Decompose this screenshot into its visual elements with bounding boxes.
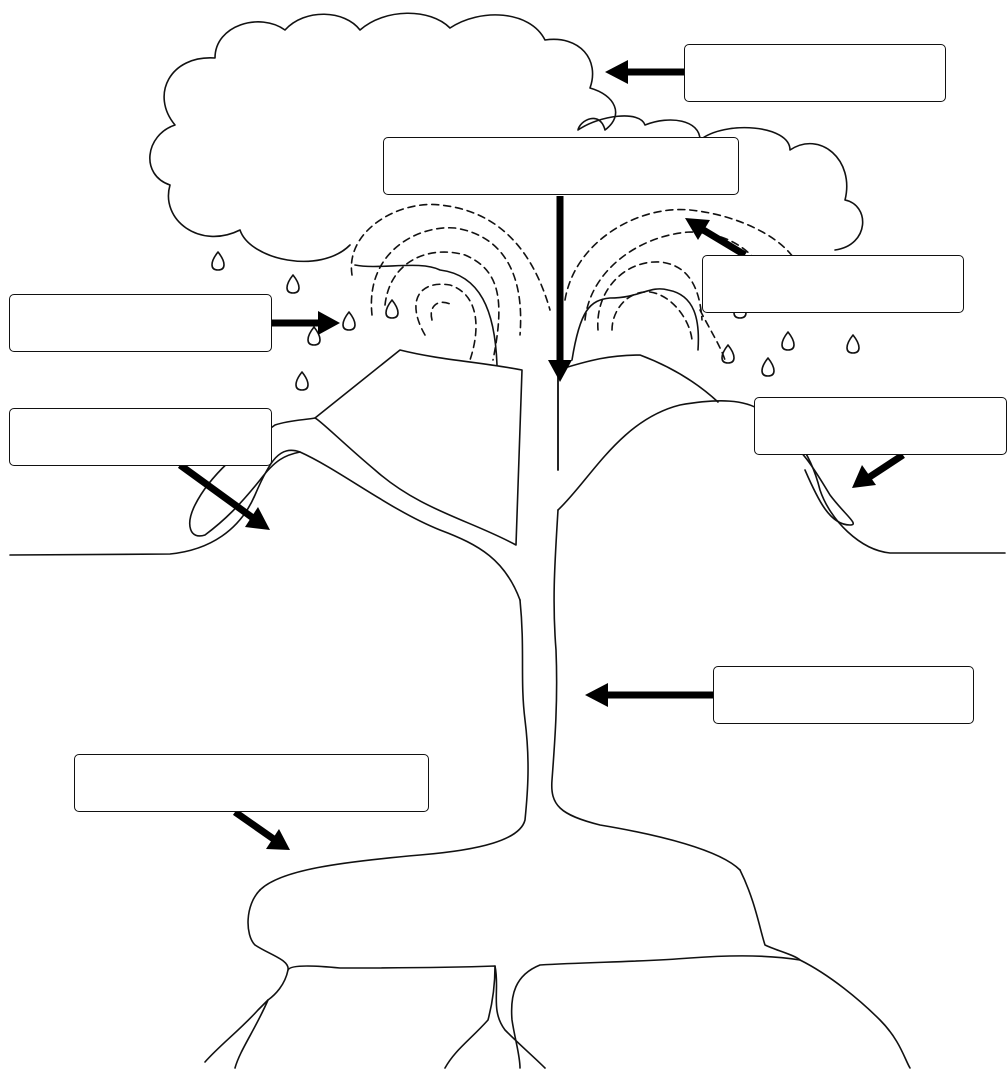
conduit-right-wall xyxy=(551,509,741,871)
label-arrows xyxy=(177,60,905,850)
arrow-ash-column-head xyxy=(685,218,710,240)
ash-column-label-box[interactable] xyxy=(702,255,964,313)
magma-chamber-lower-mid xyxy=(234,999,269,1069)
magma-chamber-label-box[interactable] xyxy=(74,754,429,812)
arrow-lava-left xyxy=(177,462,256,521)
lava-flow-left-label-box[interactable] xyxy=(9,408,272,466)
cloud-label-box[interactable] xyxy=(684,44,946,102)
magma-chamber xyxy=(204,889,289,1063)
arrow-magma-chamber-head xyxy=(266,829,290,850)
magma-chamber-top xyxy=(739,869,911,1069)
arrow-vent-head xyxy=(548,360,572,382)
lava-flow-right-label-box[interactable] xyxy=(754,397,1007,455)
magma-chamber-inner-left xyxy=(287,965,546,1069)
arrow-magma-chamber xyxy=(232,809,278,843)
cone-left xyxy=(314,349,523,546)
vent-label-box[interactable] xyxy=(383,137,739,195)
arrow-lava-right-head xyxy=(852,465,876,488)
magma-chamber-lower-left xyxy=(444,965,496,1069)
arrow-ash-column xyxy=(698,224,747,259)
conduit-left-wall xyxy=(259,599,529,891)
inner-plume-right xyxy=(571,288,700,361)
cone-right xyxy=(557,354,719,471)
lava-flow-left xyxy=(189,417,316,537)
lava-flow-right xyxy=(779,434,855,526)
arrow-lava-left-head xyxy=(245,507,270,530)
conduit-label-box[interactable] xyxy=(713,666,974,724)
arrow-cloud-head xyxy=(605,60,628,84)
magma-chamber-inner-right xyxy=(510,955,801,1069)
arrow-conduit-head xyxy=(585,683,608,707)
arrow-lava-right xyxy=(866,452,905,481)
arrow-ash-rain-head xyxy=(318,311,340,335)
eruption-plume-left xyxy=(350,203,551,361)
ash-rain-label-box[interactable] xyxy=(9,294,272,352)
ash-cloud-shape xyxy=(149,12,864,263)
ground-left xyxy=(9,449,521,601)
inner-plume-left xyxy=(354,264,498,366)
